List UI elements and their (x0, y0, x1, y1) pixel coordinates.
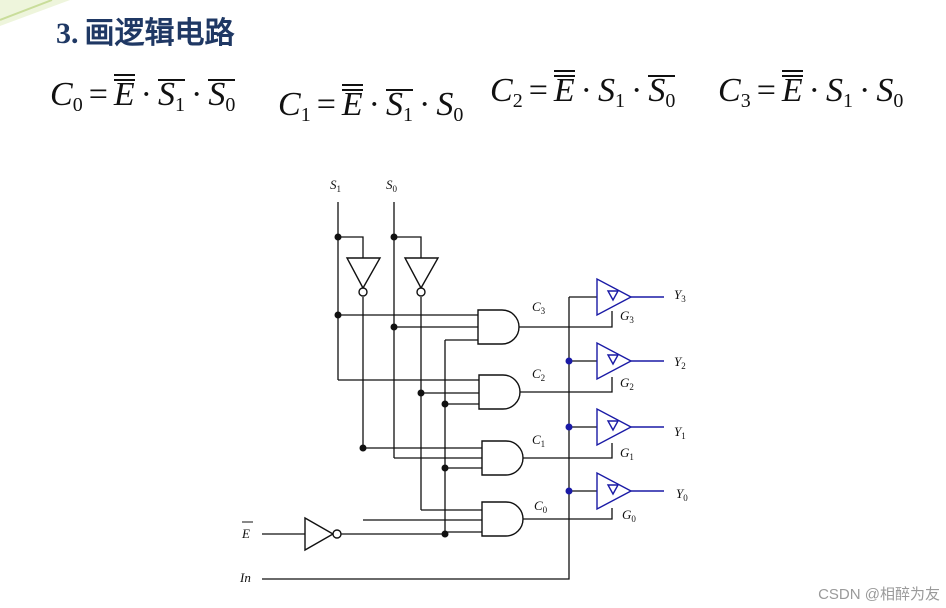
eq-dot: · (140, 76, 152, 113)
eq-lhs: C (278, 86, 301, 123)
eq-lhs-sub: 3 (740, 90, 751, 112)
label-g1: G1 (620, 445, 634, 462)
eq-dot: · (808, 72, 820, 109)
title-number: 3. (56, 17, 79, 50)
eq-enable: E (341, 84, 363, 123)
label-s0: S0 (386, 177, 398, 194)
label-y0: Y0 (676, 486, 688, 503)
inverter-s1-bubble (358, 287, 368, 297)
and-gate-c3 (477, 309, 520, 345)
label-g3: G3 (620, 308, 634, 325)
junction-dots (334, 233, 449, 538)
and-gate-c1 (481, 440, 524, 476)
eq-sign: = (528, 72, 548, 109)
label-in: In (239, 570, 251, 585)
eq-lhs: C (718, 72, 741, 109)
label-y2: Y2 (674, 354, 686, 371)
eq-lhs: C (490, 72, 513, 109)
eq-s1-sub: 1 (174, 94, 185, 116)
eq-s1-sub: 1 (402, 104, 413, 126)
inverter-s1 (345, 257, 382, 290)
eq-sign: = (756, 72, 776, 109)
label-c2: C2 (532, 366, 545, 383)
bus-dots (565, 357, 573, 495)
equation-c2: C2=E·S1·S0 (490, 70, 676, 113)
eq-s0: S (436, 86, 454, 123)
eq-lhs-sub: 1 (300, 104, 311, 126)
eq-s1: S (825, 72, 843, 109)
eq-s1: S (157, 76, 175, 113)
and-gate-c2 (478, 374, 521, 410)
eq-s0-sub: 0 (453, 104, 464, 126)
label-s1: S1 (330, 177, 341, 194)
label-g0: G0 (622, 507, 636, 524)
eq-dot: · (858, 72, 871, 109)
and-gate-c0 (481, 501, 524, 537)
inverter-s0 (403, 257, 440, 290)
inverter-s0-bubble (416, 287, 426, 297)
eq-dot: · (580, 72, 592, 109)
eq-lhs-sub: 2 (512, 90, 523, 112)
eq-s1-bar: S1 (157, 76, 185, 117)
eq-dot: · (418, 86, 431, 123)
equation-c3: C3=E·S1·S0 (718, 70, 904, 113)
eq-s0: S (208, 76, 226, 113)
label-c1: C1 (532, 432, 545, 449)
eq-s1-sub: 1 (614, 90, 625, 112)
and-gates (477, 309, 524, 537)
label-y3: Y3 (674, 287, 686, 304)
watermark: CSDN @相醉为友 (818, 586, 940, 603)
eq-s0: S (648, 72, 666, 109)
inverter-e (304, 516, 335, 552)
equation-c1: C1=E·S1·S0 (278, 84, 464, 127)
eq-s0-sub: 0 (893, 90, 904, 112)
eq-sign: = (316, 86, 336, 123)
eq-s0-bar: S0 (648, 72, 676, 113)
eq-enable: E (553, 70, 575, 109)
tristate-buffers (596, 277, 664, 511)
eq-s1-sub: 1 (842, 90, 853, 112)
eq-s0-bar: S0 (208, 76, 236, 117)
label-g2: G2 (620, 375, 634, 392)
title-text: 画逻辑电路 (84, 17, 235, 50)
slide-title: 3.画逻辑电路 (56, 8, 235, 52)
eq-dot: · (190, 76, 203, 113)
wires (262, 202, 613, 580)
label-c0: C0 (534, 498, 548, 515)
eq-enable: E (113, 74, 135, 113)
eq-sign: = (88, 76, 108, 113)
eq-s1: S (597, 72, 615, 109)
eq-lhs-sub: 0 (72, 94, 83, 116)
label-c3: C3 (532, 299, 546, 316)
inverters (304, 257, 440, 552)
eq-s0-sub: 0 (225, 94, 236, 116)
eq-s0: S (876, 72, 894, 109)
label-e: E (241, 526, 250, 541)
eq-lhs: C (50, 76, 73, 113)
eq-s1-bar: S1 (385, 86, 413, 127)
eq-s1: S (385, 86, 403, 123)
equation-c0: C0=E·S1·S0 (50, 74, 236, 117)
eq-s0-sub: 0 (665, 90, 676, 112)
label-y1: Y1 (674, 424, 686, 441)
inverter-e-bubble (332, 529, 342, 539)
eq-dot: · (368, 86, 380, 123)
eq-enable: E (781, 70, 803, 109)
eq-dot: · (630, 72, 643, 109)
corner-decoration (0, 0, 70, 26)
